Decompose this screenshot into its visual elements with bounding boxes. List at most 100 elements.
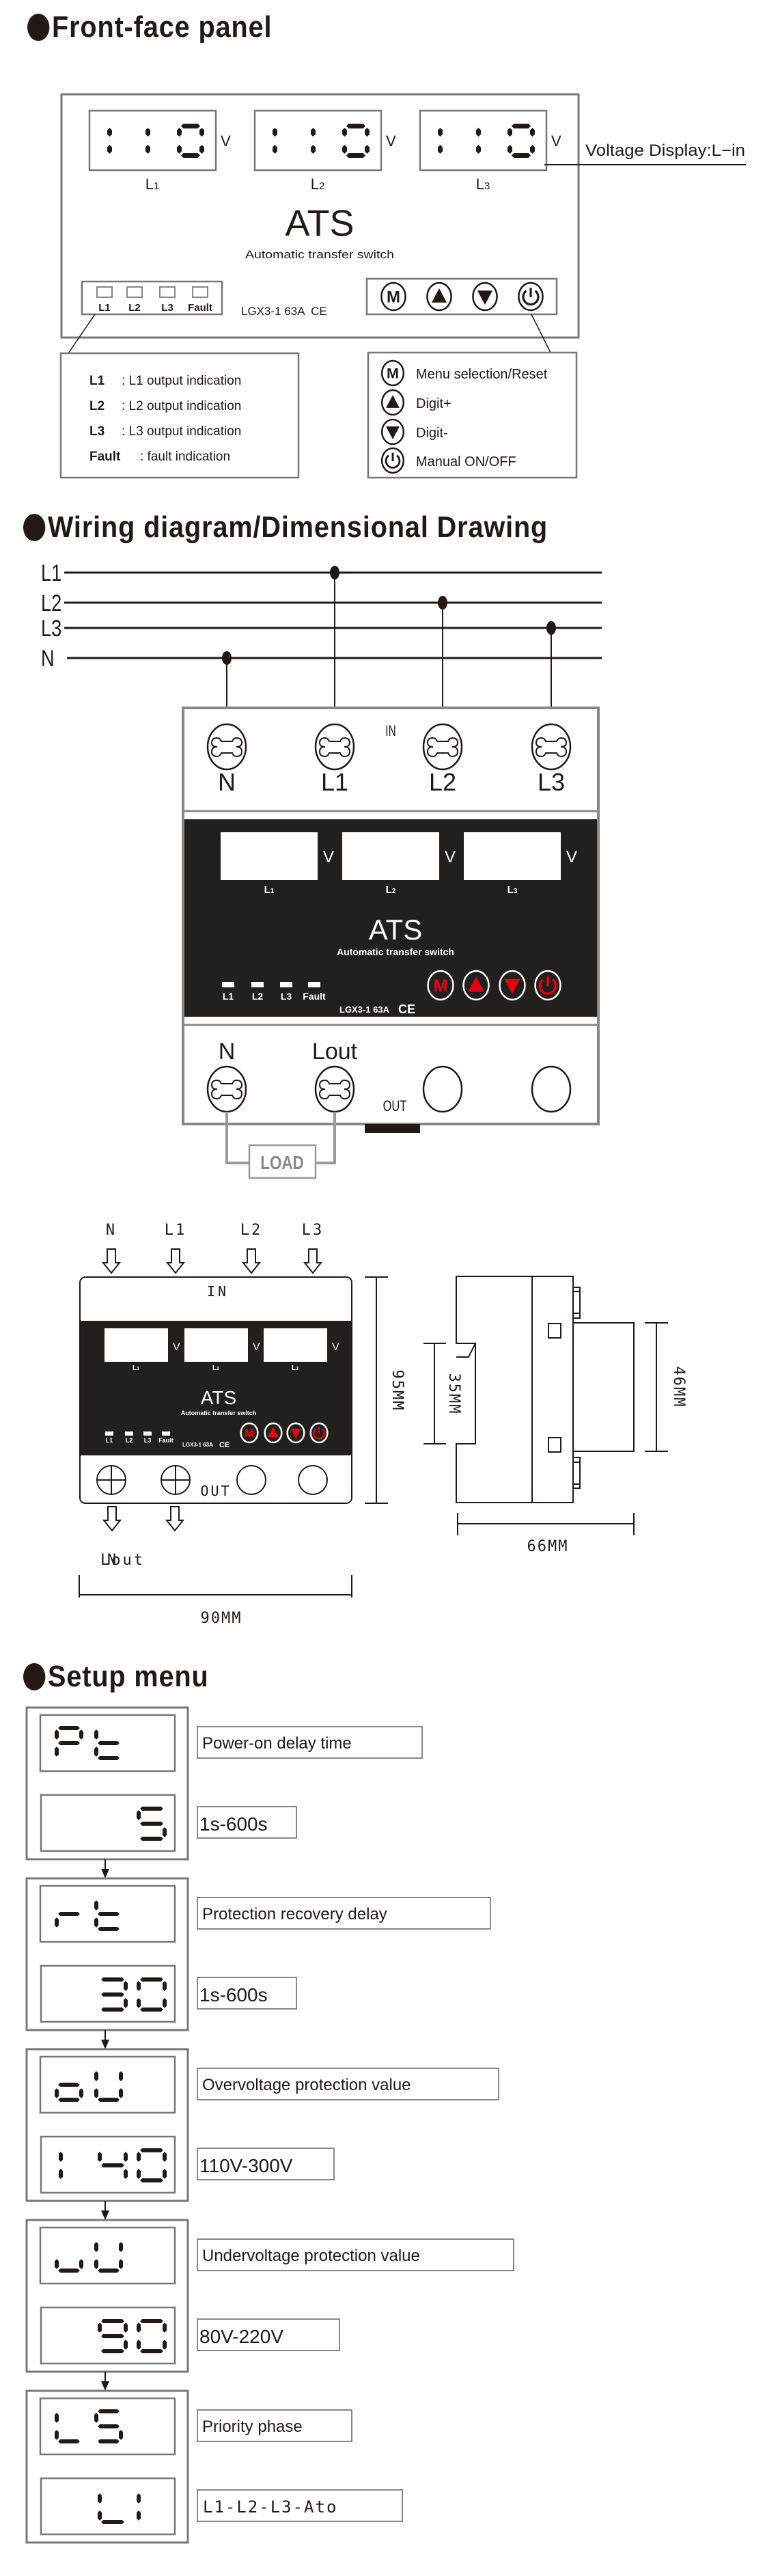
device-button-up-triangle[interactable] <box>462 970 490 1001</box>
seven-seg-digit <box>55 2083 83 2102</box>
screw-terminal-icon <box>206 723 247 771</box>
step-name-label: Undervoltage protection value <box>197 2238 514 2271</box>
bus-line-l1: L1 <box>41 560 602 726</box>
m-icon: M <box>427 970 454 1001</box>
legend-desc: Digit+ <box>416 396 451 411</box>
svg-text:M: M <box>387 365 399 382</box>
front-button-up-triangle[interactable] <box>426 282 452 312</box>
ce-mark: CE <box>398 1002 415 1016</box>
seven-seg-digit <box>101 1977 128 2012</box>
empty-terminal-icon <box>236 1465 266 1495</box>
bus-label: N <box>41 645 55 672</box>
bus-line-l2: L2 <box>41 590 602 726</box>
indicator-legend-box <box>59 352 300 479</box>
indicator-label: L3 <box>161 302 173 314</box>
load-wire-n <box>225 1112 249 1164</box>
step-name: Power-on delay time <box>202 1734 352 1753</box>
code-display: oU <box>39 2055 176 2114</box>
seven-seg-digit <box>137 1977 167 2012</box>
legend-key: Fault <box>89 450 121 464</box>
indicator-legend-item: L1: L1 output indication <box>89 374 241 388</box>
display-phase-label: L1 <box>145 176 160 193</box>
seven-seg-digit <box>342 124 370 158</box>
front-panel-buttons: M <box>380 282 544 312</box>
input-terminal-l1: L1 <box>314 723 355 796</box>
dim-button-m[interactable]: M <box>240 1422 259 1444</box>
ce-mark: CE <box>219 1441 230 1449</box>
value-display: 90 <box>40 2306 176 2365</box>
device-button-down-triangle[interactable] <box>499 970 526 1001</box>
screw-terminal-icon <box>531 723 572 771</box>
step-name: Priority phase <box>202 2417 303 2436</box>
step-range: 110V-300V <box>199 2155 293 2176</box>
led-icon <box>251 982 264 987</box>
device-button-power[interactable] <box>534 970 561 1001</box>
m-icon: M <box>240 1422 259 1444</box>
seven-seg-digit <box>137 2493 141 2521</box>
side-body <box>456 1276 574 1503</box>
power-icon <box>534 970 561 1001</box>
display-phase-label: L3 <box>476 176 490 193</box>
device-indicator-l1: L1 <box>222 982 234 1002</box>
seven-seg-digit <box>94 1900 120 1931</box>
display-phase-label: L2 <box>212 1365 219 1372</box>
step-name-label: Power-on delay time <box>197 1726 423 1759</box>
dim-display-l1: VL1 <box>105 1328 180 1372</box>
empty-terminal-icon <box>531 1065 572 1113</box>
front-button-down-triangle[interactable] <box>472 282 498 312</box>
led-icon <box>143 1431 152 1436</box>
junction-dot <box>546 621 556 635</box>
wiring-in-label: IN <box>385 723 395 739</box>
device-indicator-l2: L2 <box>251 982 264 1002</box>
led-icon <box>105 1431 113 1436</box>
value-display: 140 <box>40 2135 176 2194</box>
display-unit: V <box>551 133 561 150</box>
step-name: Protection recovery delay <box>202 1905 387 1923</box>
front-height-dimension-label: 46MM <box>670 1367 687 1408</box>
height-dimension-label: 95MM <box>389 1370 406 1412</box>
display-frame <box>419 109 548 172</box>
load-wire-l <box>316 1112 336 1164</box>
display-window <box>184 1328 248 1362</box>
seven-seg-digit <box>55 1912 80 1928</box>
step-range-label: 80V-220V <box>197 2318 340 2351</box>
display-frame <box>253 109 382 172</box>
bus-label: L2 <box>41 590 61 616</box>
step-range: 1s-600s <box>199 1813 268 1835</box>
seven-seg-digit <box>107 127 112 154</box>
legend-desc: Digit- <box>416 426 448 441</box>
indicator-l1: L1 <box>96 286 113 314</box>
dim-input-label: L2 <box>240 1222 263 1239</box>
indicator-label: Fault <box>303 991 326 1002</box>
arrow-down-icon <box>101 1248 122 1274</box>
svg-text:M: M <box>434 976 448 996</box>
front-button-power[interactable] <box>518 282 544 312</box>
indicator-legend-item: L3: L3 output indication <box>89 424 241 439</box>
step-range-label: 1s-600s <box>197 1977 297 2010</box>
dim-button-down-triangle[interactable] <box>286 1422 305 1444</box>
dim-button-power[interactable] <box>309 1422 329 1444</box>
device-button-m[interactable]: M <box>427 970 454 1001</box>
terminal-label: N <box>219 1039 236 1065</box>
device-display-l2: VL2 <box>342 832 456 896</box>
dim-button-up-triangle[interactable] <box>264 1422 283 1444</box>
front-button-m[interactable]: M <box>380 282 406 312</box>
step-name: Undervoltage protection value <box>202 2247 420 2265</box>
power-icon <box>309 1422 329 1444</box>
dim-indicator-fault: Fault <box>158 1431 173 1444</box>
screw-terminal-icon <box>314 1065 355 1113</box>
display-window <box>464 832 561 880</box>
legend-desc: : L2 output indication <box>122 399 241 413</box>
display-frame <box>40 2477 176 2536</box>
svg-text:M: M <box>387 288 400 306</box>
terminal-label: L3 <box>538 768 565 796</box>
step-name-label: Priority phase <box>197 2409 352 2442</box>
